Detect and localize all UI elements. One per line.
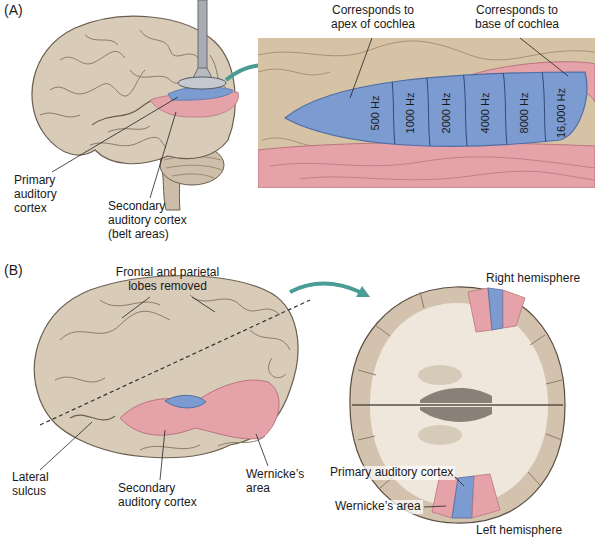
sulcus-line <box>300 171 595 180</box>
callout-label: Wernicke’s area <box>246 468 316 496</box>
sulcus-line <box>358 436 375 440</box>
leader-line <box>192 297 215 312</box>
leader-line <box>122 297 150 318</box>
panel-letter: (A) <box>4 2 23 18</box>
primary-auditory-area <box>285 72 587 146</box>
frequency-label: 1000 Hz <box>404 93 417 134</box>
frequency-label: 8000 Hz <box>518 93 531 134</box>
inset-group <box>258 38 595 188</box>
sulcus-line <box>140 445 200 450</box>
sulcus-line <box>108 126 150 132</box>
sulcus-line <box>40 113 80 117</box>
sulcus-line <box>258 69 330 75</box>
sulcus-line <box>60 51 125 63</box>
brain-lateral <box>34 276 298 458</box>
panel-letter: (B) <box>4 262 23 278</box>
leader-line <box>256 434 268 466</box>
callout-label: Frontal and parietal lobes removed <box>105 266 230 294</box>
ventricle <box>420 388 492 403</box>
callout-label: Left hemisphere <box>476 524 562 538</box>
sulcus-line <box>375 325 390 336</box>
leader-line <box>520 38 568 76</box>
sulcus-line <box>358 370 376 375</box>
callout-label: Corresponds to base of cochlea <box>462 4 572 32</box>
frequency-label: 2000 Hz <box>440 93 453 134</box>
sulcus-line <box>269 358 286 378</box>
sulcus-line <box>528 472 540 485</box>
callout-label: Primary auditory cortex <box>328 466 455 480</box>
band-divider <box>391 70 396 155</box>
zoom-arrow <box>290 284 360 292</box>
section-plane-line <box>40 300 310 425</box>
sulcus-line <box>420 292 424 308</box>
frequency-label: 500 Hz <box>369 96 382 131</box>
secondary-auditory-area <box>503 290 525 328</box>
zoom-arrowhead <box>356 286 370 297</box>
callout-label: Corresponds to apex of cochlea <box>318 4 428 32</box>
sulcus-line <box>50 70 145 96</box>
band-divider <box>503 70 508 155</box>
primary-auditory-area <box>488 288 503 330</box>
band-dividers <box>391 70 547 155</box>
sulcus-line <box>140 30 200 60</box>
band-divider <box>463 70 468 155</box>
band-divider <box>542 70 547 155</box>
secondary-auditory-area <box>120 380 279 439</box>
frequency-label: 4000 Hz <box>479 93 492 134</box>
callout-label: Secondary auditory cortex (belt areas) <box>108 200 203 241</box>
cerebellum-fold <box>172 174 214 178</box>
callout-label: Wernicke’s area <box>333 500 423 514</box>
primary-auditory-area <box>165 395 206 407</box>
inset-background <box>258 38 595 188</box>
band-divider <box>426 70 431 155</box>
callout-label: Secondary auditory cortex <box>118 482 213 510</box>
frequency-label: 16,000 Hz <box>555 88 568 138</box>
sulcus-line <box>60 311 170 340</box>
lateral-sulcus-line <box>70 415 115 420</box>
leader-line <box>424 506 446 507</box>
sulcus-line <box>546 434 562 440</box>
brain-section <box>350 287 565 523</box>
sulcus-line <box>530 335 545 345</box>
callout-label: Right hemisphere <box>486 272 580 286</box>
sulcus-line <box>100 300 160 306</box>
sulcus-line <box>55 377 105 382</box>
leader-line <box>350 38 372 98</box>
secondary-auditory-area <box>472 474 500 518</box>
primary-auditory-area <box>452 476 474 518</box>
leader-line <box>160 430 165 480</box>
ventricle <box>420 407 492 422</box>
sulcus-line <box>546 380 562 384</box>
callout-label: Primary auditory cortex <box>14 174 74 215</box>
secondary-auditory-area <box>258 143 595 188</box>
sulcus-line <box>270 157 595 168</box>
sulcus-line <box>85 35 118 45</box>
callout-label: Lateral sulcus <box>12 471 67 499</box>
leader-line <box>52 97 178 172</box>
basal-ganglia <box>418 425 462 445</box>
sulcus-line <box>190 295 280 315</box>
sulcus-line <box>250 330 290 350</box>
spatula-blade <box>178 77 226 89</box>
midline <box>352 404 563 406</box>
spatula-handle <box>198 0 207 70</box>
leader-line <box>150 112 176 198</box>
leader-line <box>40 422 92 470</box>
cerebellum-fold <box>166 165 222 170</box>
basal-ganglia <box>418 365 462 385</box>
